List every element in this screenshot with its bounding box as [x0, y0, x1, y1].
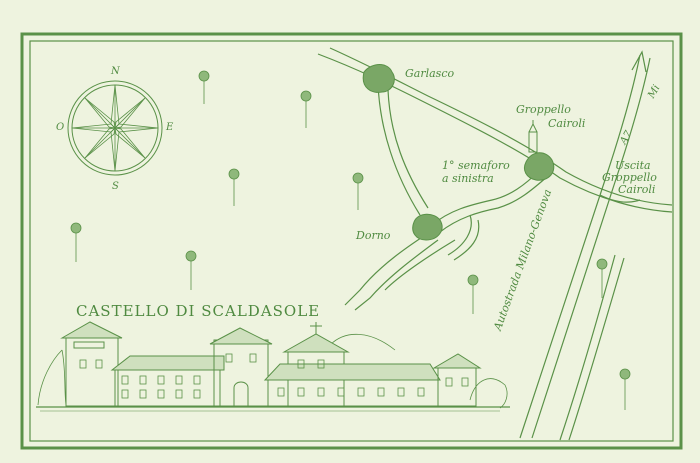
groppello-label-line2: Cairoli: [548, 117, 586, 130]
groppello-label-line1: Groppello: [516, 103, 571, 116]
semaforo-label-line1: 1° semaforo: [442, 159, 510, 172]
tree-icon: [70, 222, 82, 262]
church-icon: [528, 120, 538, 153]
uscita-label-line3: Cairoli: [618, 183, 656, 196]
compass-south-label: S: [112, 181, 119, 192]
road-network: [317, 47, 673, 441]
tree-icon: [228, 168, 240, 206]
uscita-label-line2: Groppello: [602, 171, 657, 184]
compass-north-label: N: [111, 66, 120, 77]
tree-icon: [596, 258, 608, 298]
tree-icon: [467, 274, 479, 314]
semaforo-label-line2: a sinistra: [442, 172, 494, 185]
tree-icon: [300, 90, 312, 128]
tree-icon: [198, 70, 210, 104]
compass-east-label: E: [166, 122, 174, 133]
tree-icon: [352, 172, 364, 210]
tree-icon: [185, 250, 197, 290]
garlasco-label: Garlasco: [405, 67, 455, 80]
dorno-town-icon: [412, 213, 443, 241]
garlasco-town-icon: [362, 64, 395, 93]
town-markers: [362, 64, 555, 241]
castle-title: CASTELLO DI SCALDASOLE: [76, 302, 321, 320]
tree-markers: [70, 70, 631, 410]
map-frame: [20, 32, 683, 450]
compass-rose-icon: [67, 80, 163, 176]
castle-illustration: [36, 321, 510, 412]
compass-west-label: O: [56, 122, 65, 133]
uscita-label-line1: Uscita: [615, 159, 651, 172]
dorno-label: Dorno: [356, 229, 391, 242]
tree-icon: [619, 368, 631, 410]
groppello-town-icon: [523, 152, 555, 181]
